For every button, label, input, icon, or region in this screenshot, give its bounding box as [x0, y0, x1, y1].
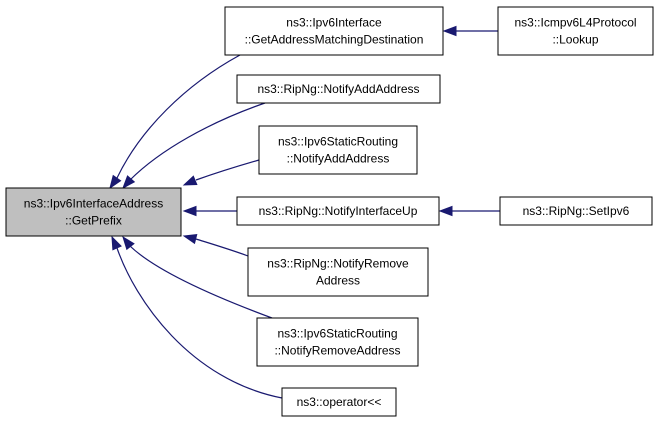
edge-arrowhead	[438, 205, 453, 217]
node-box[interactable]	[224, 6, 444, 56]
node-label-line: ns3::Ipv6Interface	[286, 16, 382, 30]
node-box[interactable]	[497, 6, 654, 56]
node-box[interactable]	[247, 247, 429, 297]
node-ripng-notifyremoveaddress[interactable]: ns3::RipNg::NotifyRemoveAddress	[247, 247, 429, 297]
edge-line	[116, 54, 241, 179]
node-ipv6staticrouting-notifyremoveaddress[interactable]: ns3::Ipv6StaticRouting::NotifyRemoveAddr…	[256, 317, 419, 367]
node-box[interactable]	[258, 125, 418, 175]
node-box[interactable]	[236, 74, 441, 104]
edge-arrowhead	[442, 25, 457, 37]
node-ripng-notifyaddaddress[interactable]: ns3::RipNg::NotifyAddAddress	[236, 74, 441, 104]
node-label-line: ns3::Ipv6StaticRouting	[277, 327, 397, 341]
edge-line	[129, 245, 273, 319]
edge-n2-to-n1	[442, 25, 498, 37]
edge-arrowhead	[182, 175, 198, 186]
edge-n9-to-root	[111, 235, 283, 399]
node-label-line: ::GetPrefix	[65, 214, 122, 228]
node-label-line: ::NotifyAddAddress	[287, 152, 390, 166]
node-icmpv6l4protocol-lookup[interactable]: ns3::Icmpv6L4Protocol::Lookup	[497, 6, 654, 56]
node-box[interactable]	[236, 196, 440, 226]
node-ipv6interface-getaddressmatchingdestination[interactable]: ns3::Ipv6Interface::GetAddressMatchingDe…	[224, 6, 444, 56]
edge-line	[195, 159, 260, 181]
node-label-line: ::Lookup	[552, 33, 598, 47]
edge-line	[195, 238, 249, 257]
edge-arrowhead	[109, 174, 122, 190]
edge-line	[129, 102, 266, 181]
node-label-line: ns3::Ipv6StaticRouting	[278, 135, 398, 149]
node-box[interactable]	[281, 387, 397, 417]
node-box[interactable]	[499, 196, 653, 226]
node-ripng-notifyinterfaceup[interactable]: ns3::RipNg::NotifyInterfaceUp	[236, 196, 440, 226]
node-label-line: Address	[316, 274, 360, 288]
edge-n1-to-root	[109, 54, 241, 190]
edge-arrowhead	[111, 235, 122, 251]
node-label-line: ns3::RipNg::NotifyRemove	[267, 257, 409, 271]
node-ipv6interfaceaddress-getprefix[interactable]: ns3::Ipv6InterfaceAddress::GetPrefix	[5, 187, 182, 237]
edge-arrowhead	[122, 235, 135, 251]
node-ipv6staticrouting-notifyaddaddress[interactable]: ns3::Ipv6StaticRouting::NotifyAddAddress	[258, 125, 418, 175]
node-label-line: ns3::RipNg::NotifyInterfaceUp	[259, 204, 418, 218]
node-label-line: ns3::Ipv6InterfaceAddress	[24, 197, 163, 211]
edge-arrowhead	[122, 175, 136, 190]
edge-n8-to-root	[122, 235, 273, 319]
node-label-line: ::NotifyRemoveAddress	[274, 344, 400, 358]
node-label-line: ns3::RipNg::NotifyAddAddress	[257, 82, 419, 96]
node-label-line: ns3::RipNg::SetIpv6	[523, 204, 630, 218]
edge-arrowhead	[182, 233, 198, 245]
node-label-line: ::GetAddressMatchingDestination	[245, 33, 424, 47]
edge-arrowhead	[182, 205, 197, 217]
node-box[interactable]	[5, 187, 182, 237]
node-ripng-setipv6[interactable]: ns3::RipNg::SetIpv6	[499, 196, 653, 226]
node-label-line: ns3::operator<<	[297, 395, 382, 409]
node-box[interactable]	[256, 317, 419, 367]
edge-n7-to-root	[182, 233, 249, 257]
edge-line	[116, 247, 283, 399]
edge-n4-to-root	[182, 159, 260, 186]
edge-n6-to-n5	[438, 205, 500, 217]
node-label-line: ns3::Icmpv6L4Protocol	[514, 16, 636, 30]
edge-n5-to-root	[182, 205, 237, 217]
edges-layer	[109, 25, 500, 399]
nodes-layer: ns3::Ipv6InterfaceAddress::GetPrefixns3:…	[5, 6, 654, 417]
edge-n3-to-root	[122, 102, 266, 190]
node-operator-lshift[interactable]: ns3::operator<<	[281, 387, 397, 417]
